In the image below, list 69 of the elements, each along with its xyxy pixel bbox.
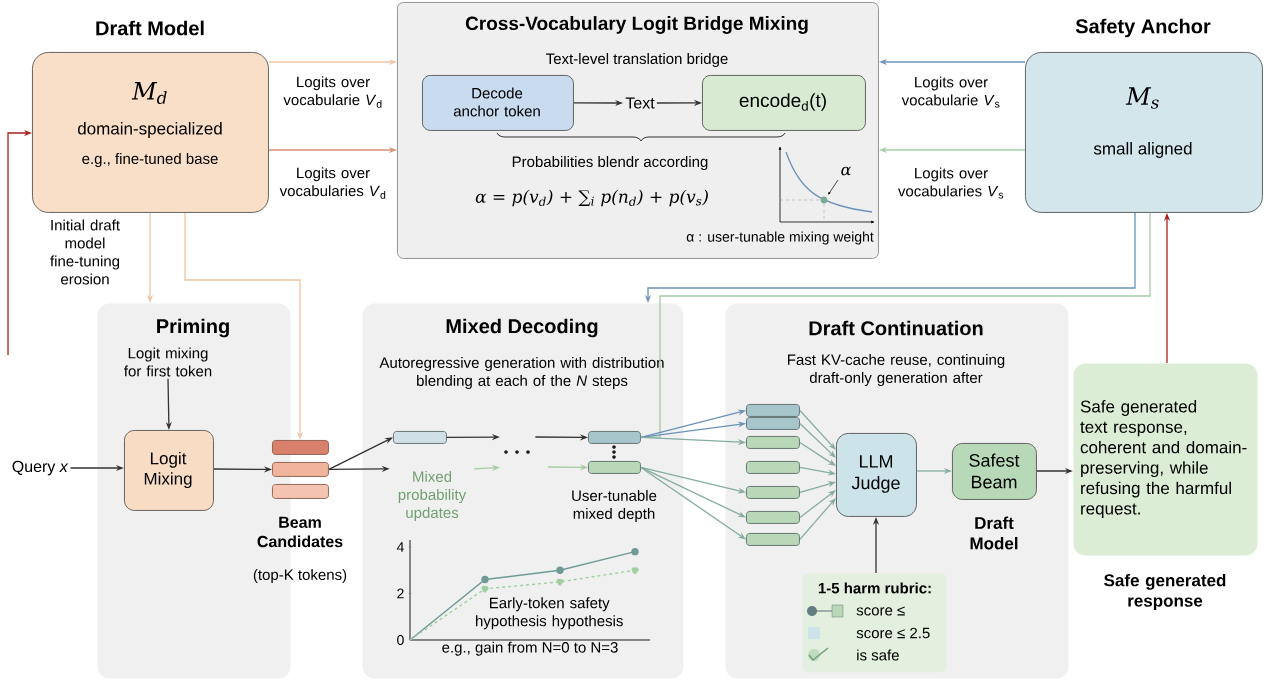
panel-title: Cross-Vocabulary Logit Bridge Mixing [465,16,808,34]
note: α : user-tunable mixing weight [686,231,874,245]
point [631,547,639,556]
point [481,585,489,593]
heading: Draft Model [96,20,204,36]
token-bar [746,404,800,417]
process-box: Decode anchor token [422,75,574,131]
point [556,578,564,586]
point [631,566,639,574]
arrow [640,466,746,540]
node-label: score ≤ 2.5 [856,627,930,639]
step-text: Query x [12,460,69,476]
edge-label: Logits over vocabularies V$_{s}$ [892,166,1010,200]
y-tick-label: 0 [397,635,404,645]
annotation: Early-token safety hypothesis hypothesis [476,597,623,630]
model-box: M$_{s}$ small aligned [1025,52,1263,213]
process-box: encode$_{d}$(t) [702,75,866,131]
token-bar [746,417,800,430]
response-box: Safe generated text response, coherent and domain-preserving, while refusing the harmful request. [1073,363,1258,556]
panel-title: Priming [157,318,229,338]
process-box: Safest Beam [952,443,1037,500]
token-bar [746,533,800,546]
token-bar [746,436,800,449]
point [481,575,489,584]
token-bar [393,431,447,444]
y-tick-label: 2 [397,588,404,599]
bar-caption: User-tunable mixed depth [572,490,657,522]
panel-title: Mixed Decoding [446,318,598,338]
arrow [799,422,836,458]
arrow [799,498,836,541]
x-axis-title: e.g., gain from N=0 to N=3 [442,641,618,656]
token-bar [588,431,641,444]
bar-caption: (top-K tokens) [253,569,347,583]
formula: α = p(v$_{d}$) + ∑$_{i}$ p(n$_{d}$) + p(v$_{s}$) [475,189,708,207]
node-label: 1-5 harm rubric: [818,582,931,594]
panel-title: Draft Continuation [809,320,983,336]
box-caption: Draft Model [970,516,1018,550]
step-text: Mixed probability updates [398,471,467,521]
process-box: LLM Judge [836,433,917,517]
edge-label: Logits over vocabularie V$_{s}$ [892,75,1010,109]
heading: Safety Anchor [1075,18,1211,38]
curve-label: α [841,166,852,176]
y-tick-label: 4 [396,542,404,552]
node-label: is safe [857,649,899,661]
box-caption: Safe generated response [1104,573,1226,611]
ellipsis-dots [504,450,530,454]
legend-box: 1-5 harm rubric: score ≤ score ≤ 2.5 is safe [802,573,947,673]
bar-caption: Beam Candidates [257,516,343,548]
edge-label: Logits over vocabularies V$_{d}$ [277,166,389,200]
step-text: Text [625,97,655,109]
step-text: Logit mixing for first token [124,347,212,377]
arrow [799,490,836,519]
edge-label: Initial draft model fine-tuning erosion [36,218,134,286]
description: Fast KV-cache reuse, continuing draft-only generation after [788,354,1005,386]
description: Autoregressive generation with distribution blending at each of the N steps [379,357,664,389]
token-bar [272,484,329,499]
model-box: M$_{d}$ domain-specialized e.g., fine-tuned base [32,52,269,213]
subtitle: Text-level translation bridge [546,53,728,67]
edge-label: Logits over vocabularie V$_{d}$ [277,75,389,109]
arrow [799,441,836,466]
process-box: Logit Mixing [124,430,214,511]
arrow [799,409,836,450]
caption-text: Probabilities blendr according [512,156,708,170]
token-bar [746,511,800,524]
token-bar [272,440,329,455]
node-label: score ≤ [856,606,905,616]
point [556,566,564,574]
token-bar [746,461,800,474]
token-bar [746,486,800,499]
